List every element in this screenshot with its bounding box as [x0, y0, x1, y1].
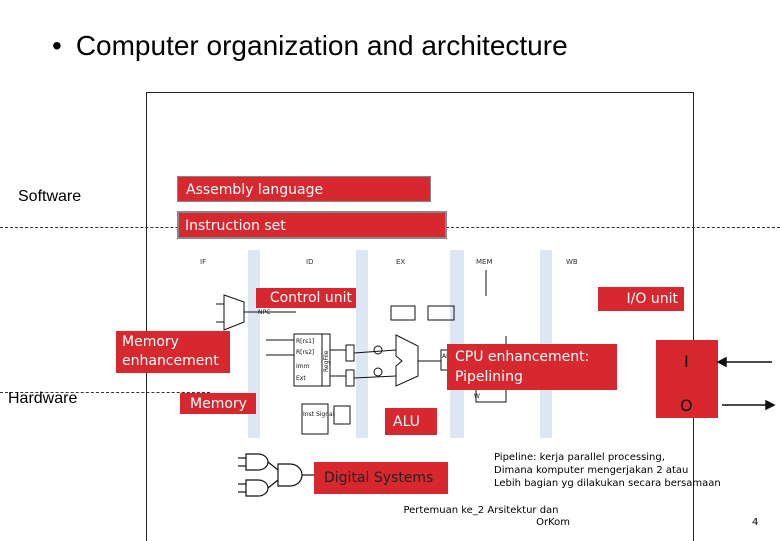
cpu-enhancement-line2: Pipelining	[455, 369, 523, 385]
assembly-language-label: Assembly language	[186, 182, 324, 198]
page-number: 4	[752, 517, 759, 528]
io-i-label: I	[684, 352, 689, 371]
bullet-icon: •	[52, 30, 62, 61]
instruction-set-label: Instruction set	[185, 218, 286, 234]
hardware-label: Hardware	[8, 390, 78, 407]
imm-label: Imm	[296, 363, 310, 370]
software-label: Software	[18, 188, 82, 205]
stage-mem: MEM	[476, 258, 493, 266]
separator-line-bottom	[0, 392, 210, 393]
sign-ext-block	[301, 403, 329, 435]
io-arrows	[716, 356, 776, 411]
assembly-language-box: Assembly language	[177, 176, 431, 202]
io-unit-box: I/O unit	[598, 287, 684, 311]
footer-line2: OrKom	[536, 517, 570, 528]
footer-text: Pertemuan ke_2 Arsitektur dan OrKom	[392, 505, 570, 529]
pipeline-note-line3: Lebih bagian yg dilakukan secara bersama…	[494, 478, 721, 489]
memory-box: Memory	[180, 393, 256, 414]
memory-enhancement-line1: Memory	[122, 334, 179, 350]
and-gate-1-icon	[245, 453, 269, 471]
pipeline-note: Pipeline: kerja parallel processing, Dim…	[494, 451, 756, 490]
digital-systems-label: Digital Systems	[324, 470, 434, 486]
stage-wb: WB	[566, 258, 578, 266]
rs1-label: R[rs1]	[296, 338, 314, 345]
diagram-frame	[146, 92, 694, 541]
alu-label: ALU	[393, 414, 420, 430]
regfile-label: RegFile	[323, 350, 330, 372]
and-gate-3-icon	[277, 463, 303, 487]
stage-if: IF	[200, 258, 207, 266]
slide-title-text: Computer organization and architecture	[75, 30, 568, 61]
slide-title: • Computer organization and architecture	[52, 30, 568, 62]
pipeline-note-line2: Dimana komputer mengerjakan 2 atau	[494, 465, 689, 476]
control-unit-box: Control unit	[256, 288, 356, 308]
sign-label: Inst Signal	[303, 411, 335, 418]
io-indicator-box	[656, 340, 718, 418]
npc-label: NPC	[258, 309, 270, 316]
memory-enhancement-line2: enhancement	[122, 353, 219, 369]
cpu-enhancement-box: CPU enhancement: Pipelining	[447, 344, 617, 390]
w-label: W	[474, 393, 480, 400]
pipeline-note-line1: Pipeline: kerja parallel processing,	[494, 452, 665, 463]
memory-enhancement-box: Memory enhancement	[116, 331, 230, 373]
stage-band-2	[356, 250, 368, 438]
output-arrow-head	[765, 399, 776, 411]
and-gate-2-icon	[245, 479, 269, 497]
alu-shape	[395, 334, 419, 387]
cpu-enhancement-line1: CPU enhancement:	[455, 349, 590, 365]
input-arrow-head	[716, 356, 727, 368]
io-unit-label: I/O unit	[626, 291, 678, 307]
control-unit-label: Control unit	[269, 290, 352, 306]
digital-systems-box: Digital Systems	[314, 462, 448, 494]
rs2-label: R[rs2]	[296, 349, 314, 356]
stage-ex: EX	[396, 258, 406, 266]
pc-adder-shape	[223, 294, 245, 331]
alu-box: ALU	[385, 408, 437, 435]
memory-label: Memory	[190, 396, 247, 412]
ext-label: Ext	[296, 375, 306, 382]
footer-line1: Pertemuan ke_2 Arsitektur dan	[403, 505, 559, 516]
logic-gates	[238, 453, 314, 497]
stage-id: ID	[306, 258, 314, 266]
instruction-set-box: Instruction set	[177, 211, 447, 239]
io-o-label: O	[680, 396, 693, 415]
